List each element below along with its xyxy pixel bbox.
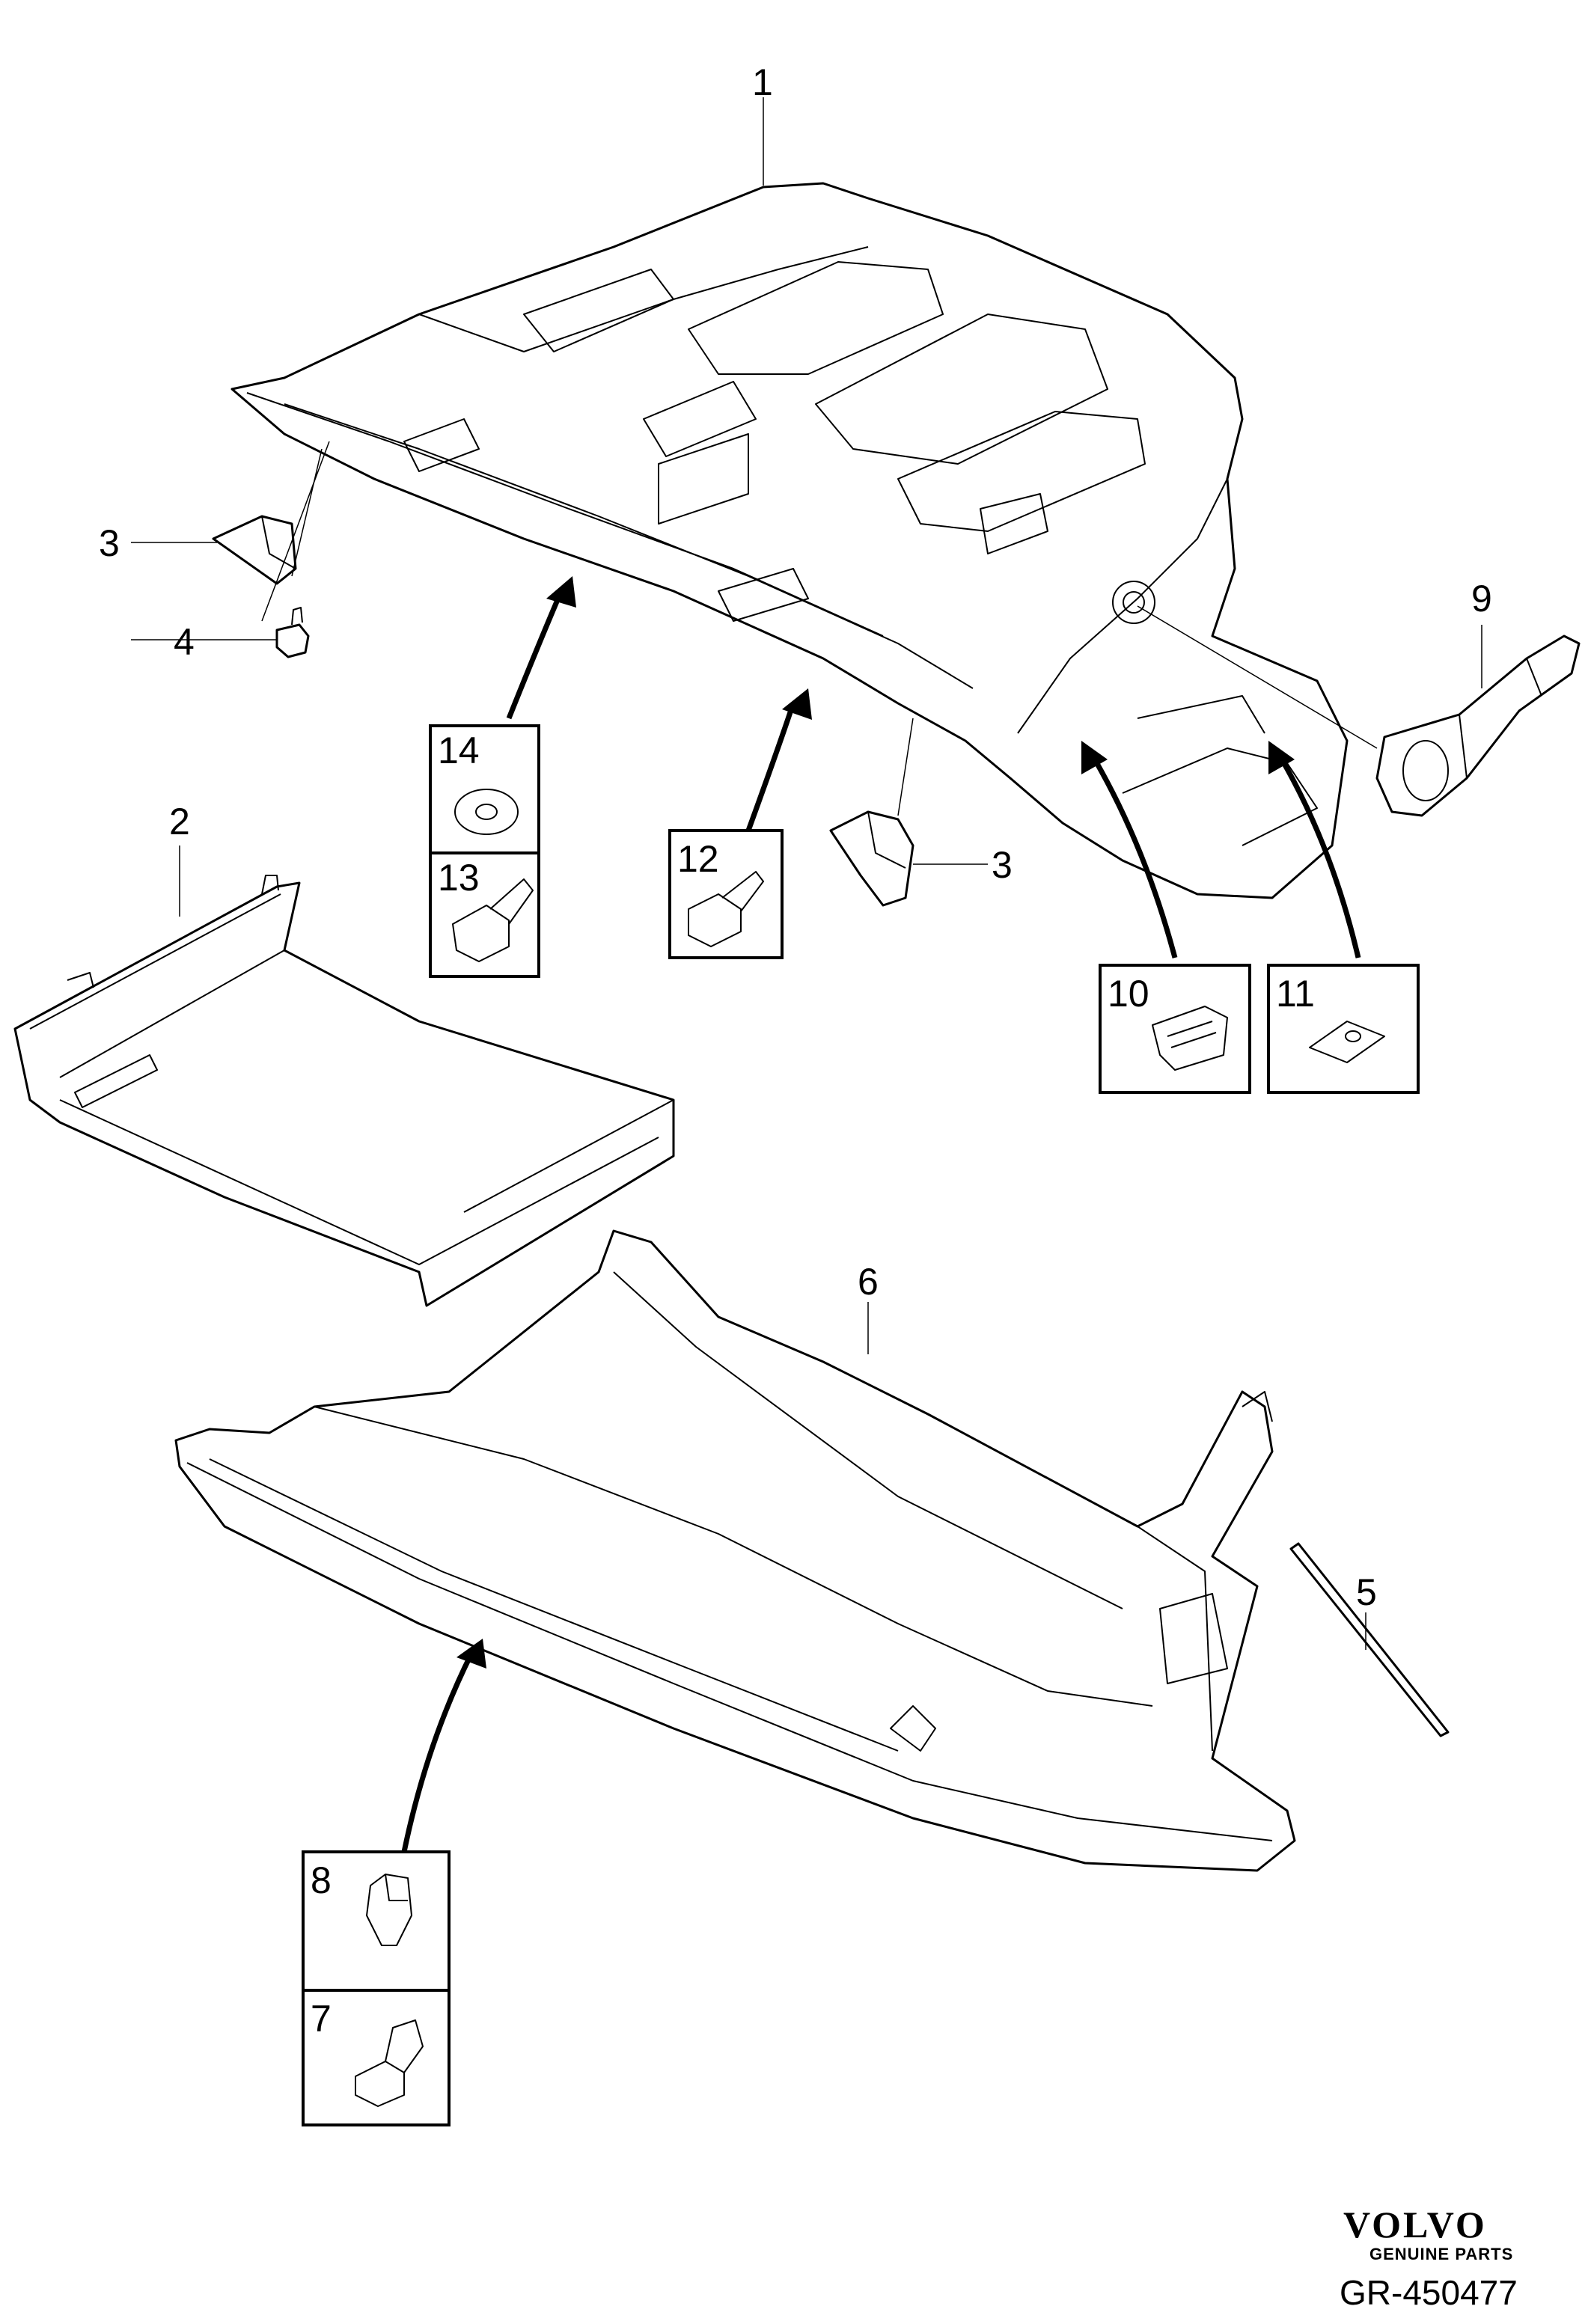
callout-9: 9 [1471,578,1492,620]
bracket-right-part [829,810,914,907]
box-label-13: 13 [438,857,480,899]
damper-part [1375,634,1581,817]
leader-lines [131,97,1482,1650]
inset-box-10: 10 [1099,964,1251,1094]
arrows [401,576,1361,1853]
inset-box-7: 7 [302,1989,451,2126]
callout-1: 1 [752,61,773,103]
callout-4: 4 [174,621,195,663]
brand-tagline: GENUINE PARTS [1369,2245,1513,2263]
storage-tray-part [13,875,675,1307]
callout-6: 6 [858,1261,879,1303]
callout-3-left: 3 [99,522,120,564]
box-label-12: 12 [677,838,719,880]
brand-name: VOLVO [1343,2204,1487,2245]
box-label-11: 11 [1276,973,1315,1015]
box-label-10: 10 [1108,973,1149,1015]
diagram-reference: GR-450477 [1340,2273,1518,2312]
inset-box-14: 14 [429,724,540,854]
box-label-7: 7 [311,1998,332,2040]
box-label-14: 14 [438,730,480,771]
pin-part [1289,1542,1450,1737]
glovebox-housing-part [230,182,1349,899]
glovebox-lid-part [174,1229,1296,1872]
clip-part [275,607,310,658]
inset-box-8: 8 [302,1850,451,1992]
inset-box-13: 13 [429,851,540,978]
inset-box-12: 12 [668,829,784,959]
bracket-left-part [212,515,297,585]
callout-3-right: 3 [992,844,1013,886]
callout-2: 2 [169,801,190,843]
inset-box-11: 11 [1267,964,1420,1094]
callout-5: 5 [1356,1571,1377,1613]
box-label-8: 8 [311,1859,332,1901]
